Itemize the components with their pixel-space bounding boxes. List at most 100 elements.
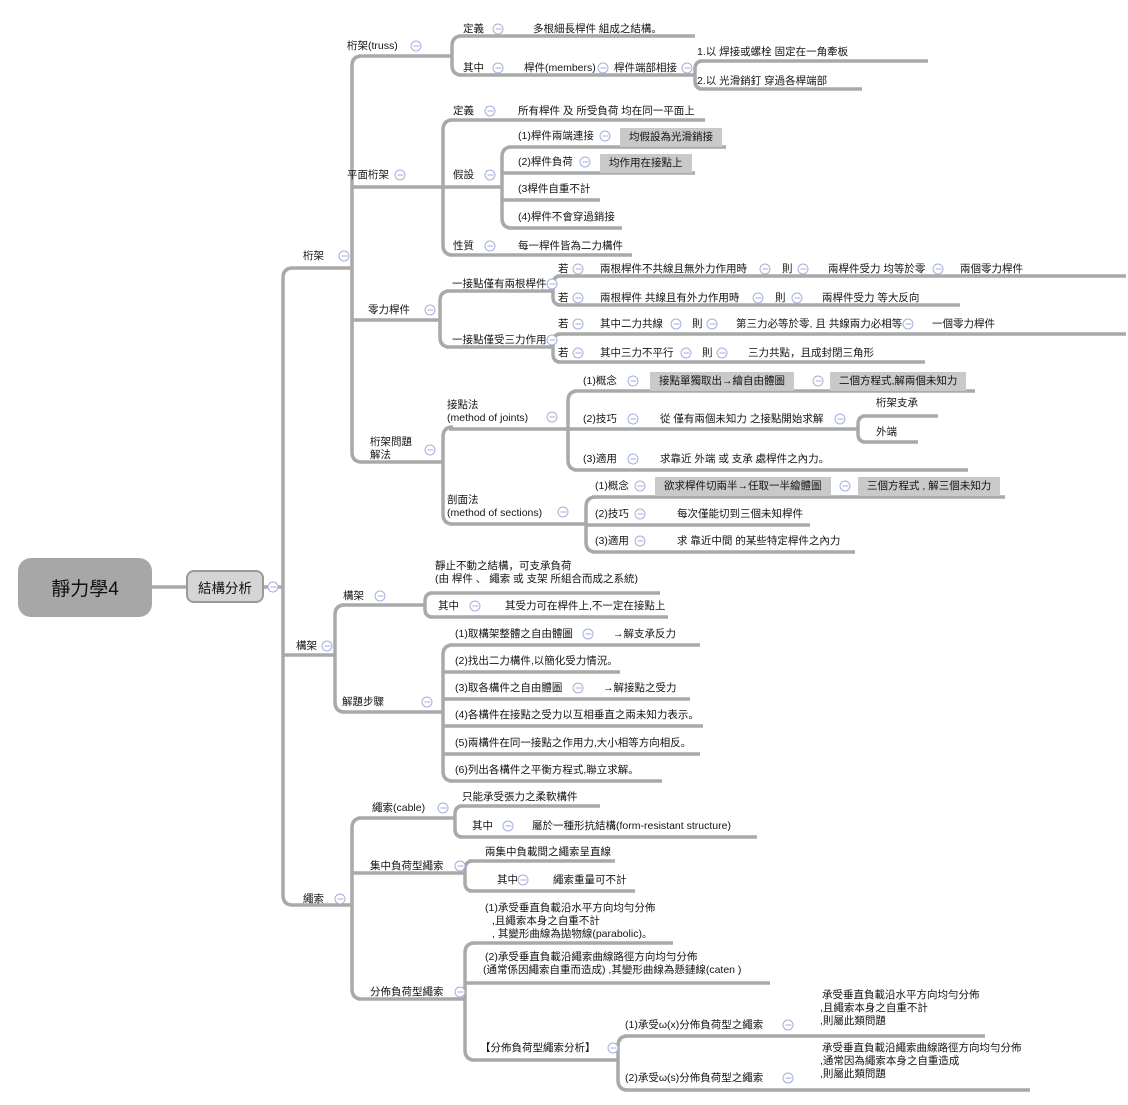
collapse-icon[interactable] bbox=[572, 318, 584, 330]
node-result[interactable]: 三力共點，且成封閉三角形 bbox=[748, 347, 874, 359]
node-property-key[interactable]: 性質 bbox=[453, 240, 474, 252]
node-step-4[interactable]: (4)各構件在接點之受力以互相垂直之兩未知力表示。 bbox=[455, 709, 699, 721]
node-concept-key[interactable]: (1)概念 bbox=[595, 480, 629, 492]
node-concept-note[interactable]: 二個方程式,解兩個未知力 bbox=[830, 372, 967, 391]
collapse-icon[interactable] bbox=[597, 62, 609, 74]
collapse-icon[interactable] bbox=[484, 105, 496, 117]
collapse-icon[interactable] bbox=[680, 347, 692, 359]
node-solve-label-line2[interactable]: 解法 bbox=[370, 449, 391, 461]
collapse-icon[interactable] bbox=[782, 1072, 794, 1084]
node-ws-cable[interactable]: (2)承受ω(s)分佈負荷型之繩索 bbox=[625, 1072, 764, 1084]
node-if[interactable]: 若 bbox=[558, 263, 569, 275]
node-plane-truss-label[interactable]: 平面桁架 bbox=[347, 169, 389, 181]
collapse-icon[interactable] bbox=[681, 62, 693, 74]
collapse-icon[interactable] bbox=[634, 535, 646, 547]
node-among-key[interactable]: 其中 bbox=[438, 600, 459, 612]
node-result[interactable]: 兩桿件受力 均等於零 bbox=[828, 263, 926, 275]
collapse-icon[interactable] bbox=[394, 169, 406, 181]
node-concentrated-label[interactable]: 集中負荷型繩索 bbox=[370, 860, 444, 872]
collapse-icon[interactable] bbox=[321, 640, 333, 652]
node-step-1[interactable]: (1)取構架整體之自由體圖 bbox=[455, 628, 573, 640]
node-result[interactable]: 第三力必等於零, 且 共線兩力必相等 bbox=[736, 318, 903, 330]
collapse-icon[interactable] bbox=[424, 444, 436, 456]
collapse-icon[interactable] bbox=[546, 278, 558, 290]
node-frame-desc-line1[interactable]: 靜止不動之結構，可支承負荷 bbox=[435, 560, 572, 572]
node-member-ends[interactable]: 桿件端部相接 bbox=[614, 62, 677, 74]
collapse-icon[interactable] bbox=[410, 40, 422, 52]
collapse-icon[interactable] bbox=[454, 860, 466, 872]
node-cable-desc[interactable]: 只能承受張力之柔軟構件 bbox=[462, 791, 578, 803]
node-assumption-2-note[interactable]: 均作用在接點上 bbox=[600, 154, 692, 173]
node-among-key[interactable]: 其中 bbox=[463, 62, 484, 74]
collapse-icon[interactable] bbox=[759, 263, 771, 275]
collapse-icon[interactable] bbox=[484, 169, 496, 181]
collapse-icon[interactable] bbox=[634, 480, 646, 492]
node-condition[interactable]: 兩根桿件不共線且無外力作用時 bbox=[600, 263, 747, 275]
node-cable-def-label[interactable]: 繩索(cable) bbox=[372, 802, 426, 814]
collapse-icon[interactable] bbox=[572, 263, 584, 275]
node-truss-support[interactable]: 桁架支承 bbox=[876, 397, 918, 409]
node-frame-desc-line2[interactable]: (由 桿件 、 繩索 或 支架 所組合而成之系統) bbox=[435, 573, 638, 585]
collapse-icon[interactable] bbox=[437, 802, 449, 814]
collapse-icon[interactable] bbox=[791, 292, 803, 304]
node-step-2[interactable]: (2)找出二力構件,以簡化受力情況。 bbox=[455, 655, 618, 667]
node-members[interactable]: 桿件(members) bbox=[524, 62, 596, 74]
collapse-icon[interactable] bbox=[706, 318, 718, 330]
collapse-icon[interactable] bbox=[572, 682, 584, 694]
node-among-key[interactable]: 其中 bbox=[497, 874, 518, 886]
node-condition[interactable]: 兩根桿件 共線且有外力作用時 bbox=[600, 292, 740, 304]
collapse-icon[interactable] bbox=[492, 23, 504, 35]
collapse-icon[interactable] bbox=[492, 62, 504, 74]
node-apply-key[interactable]: (3)適用 bbox=[583, 453, 617, 465]
main-topic-node[interactable]: 結構分析 bbox=[186, 570, 264, 603]
node-assumption-2[interactable]: (2)桿件負荷 bbox=[518, 156, 573, 168]
node-among-value[interactable]: 繩索重量可不計 bbox=[553, 874, 627, 886]
node-distributed-2-line2[interactable]: (通常係因繩索自重而造成) ,其變形曲線為懸鏈線(caten ) bbox=[483, 964, 742, 976]
branch-frame-label[interactable]: 構架 bbox=[296, 640, 317, 652]
node-concept-note[interactable]: 三個方程式 , 解三個未知力 bbox=[858, 477, 1001, 496]
node-if[interactable]: 若 bbox=[558, 318, 569, 330]
node-among-value[interactable]: 屬於一種形抗結構(form-resistant structure) bbox=[532, 820, 731, 832]
root-node[interactable]: 靜力學4 bbox=[18, 558, 152, 617]
node-if[interactable]: 若 bbox=[558, 292, 569, 304]
collapse-icon[interactable] bbox=[421, 696, 433, 708]
node-step-6[interactable]: (6)列出各構件之平衡方程式,聯立求解。 bbox=[455, 764, 639, 776]
node-concentrated-desc[interactable]: 兩集中負載間之繩索呈直線 bbox=[485, 846, 611, 858]
collapse-icon[interactable] bbox=[484, 240, 496, 252]
collapse-icon[interactable] bbox=[634, 508, 646, 520]
collapse-icon[interactable] bbox=[627, 375, 639, 387]
node-ws-desc-line2[interactable]: ,通常因為繩索本身之自重造成 bbox=[820, 1055, 960, 1067]
collapse-icon[interactable] bbox=[670, 318, 682, 330]
node-assumption-4[interactable]: (4)桿件不會穿過銷接 bbox=[518, 211, 615, 223]
node-distributed-1-line3[interactable]: , 其變形曲線為拋物線(parabolic)。 bbox=[492, 928, 653, 940]
collapse-icon[interactable] bbox=[424, 304, 436, 316]
node-result[interactable]: 兩桿件受力 等大反向 bbox=[822, 292, 920, 304]
node-among-value[interactable]: 其受力可在桿件上,不一定在接點上 bbox=[505, 600, 666, 612]
collapse-icon[interactable] bbox=[334, 893, 346, 905]
node-distributed-1-line1[interactable]: (1)承受垂直負載沿水平方向均勻分佈 bbox=[485, 902, 656, 914]
node-concept-note[interactable]: 欲求桿件切兩半→任取一半繪體圖 bbox=[655, 477, 831, 496]
node-distributed-1-line2[interactable]: ,且繩索本身之自重不計 bbox=[492, 915, 600, 927]
collapse-icon[interactable] bbox=[557, 506, 569, 518]
collapse-icon[interactable] bbox=[839, 480, 851, 492]
node-property-value[interactable]: 每一桿件皆為二力構件 bbox=[518, 240, 623, 252]
node-frame-def-label[interactable]: 構架 bbox=[343, 590, 364, 602]
node-skill-key[interactable]: (2)技巧 bbox=[595, 508, 629, 520]
collapse-icon[interactable] bbox=[546, 334, 558, 346]
node-ws-desc-line1[interactable]: 承受垂直負載沿繩索曲線路徑方向均勻分佈 bbox=[822, 1042, 1022, 1054]
node-skill-value[interactable]: 每次僅能切到三個未知桿件 bbox=[677, 508, 803, 520]
node-apply-value[interactable]: 求 靠近中間 的某些特定桿件之內力 bbox=[677, 535, 841, 547]
node-assumption-3[interactable]: (3桿件自重不計 bbox=[518, 183, 591, 195]
node-assumption-1[interactable]: (1)桿件兩端連接 bbox=[518, 130, 594, 142]
node-def-value[interactable]: 多根細長桿件 組成之結構。 bbox=[533, 23, 662, 35]
collapse-icon[interactable] bbox=[716, 347, 728, 359]
collapse-icon[interactable] bbox=[572, 347, 584, 359]
node-step-3-note[interactable]: →解接點之受力 bbox=[603, 682, 677, 694]
collapse-icon[interactable] bbox=[502, 820, 514, 832]
node-joints-method-label[interactable]: 接點法 bbox=[447, 399, 479, 411]
collapse-icon[interactable] bbox=[546, 411, 558, 423]
node-concept-key[interactable]: (1)概念 bbox=[583, 375, 617, 387]
node-connect-option-1[interactable]: 1.以 焊接或螺栓 固定在一角牽板 bbox=[697, 46, 849, 58]
node-three-forces-label[interactable]: 一接點僅受三力作用 bbox=[452, 334, 547, 346]
collapse-icon[interactable] bbox=[834, 413, 846, 425]
